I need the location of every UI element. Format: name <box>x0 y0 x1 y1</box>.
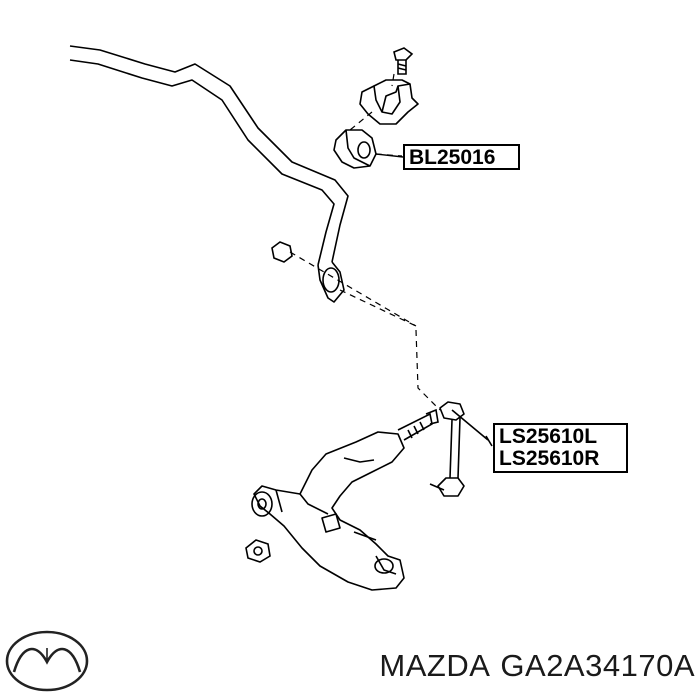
arm-stud <box>397 408 439 441</box>
link-nut-top <box>271 241 293 263</box>
stabilizer-link <box>429 401 493 497</box>
bushing-part-number: BL25016 <box>403 144 520 170</box>
mazda-logo-icon <box>5 630 89 692</box>
link-right-label-text: LS25610R <box>499 447 600 470</box>
stabilizer-bar <box>69 45 349 303</box>
lower-control-arm <box>253 431 405 591</box>
part-number: GA2A34170A <box>500 648 695 683</box>
bracket-bolt <box>393 47 414 75</box>
bushing-bracket <box>359 79 419 125</box>
arm-nut <box>245 539 271 563</box>
assembly-guide-lines <box>289 73 441 411</box>
footer-part-reference: MAZDA GA2A34170A <box>300 648 695 684</box>
bushing-leader-line <box>375 153 404 158</box>
stabilizer-bushing <box>333 129 377 169</box>
link-left-label-text: LS25610L <box>499 425 598 448</box>
bushing-label-text: BL25016 <box>409 146 496 169</box>
link-part-numbers: LS25610L LS25610R <box>493 423 628 473</box>
arm-bushing <box>251 491 273 517</box>
brand-name: MAZDA <box>379 648 491 683</box>
